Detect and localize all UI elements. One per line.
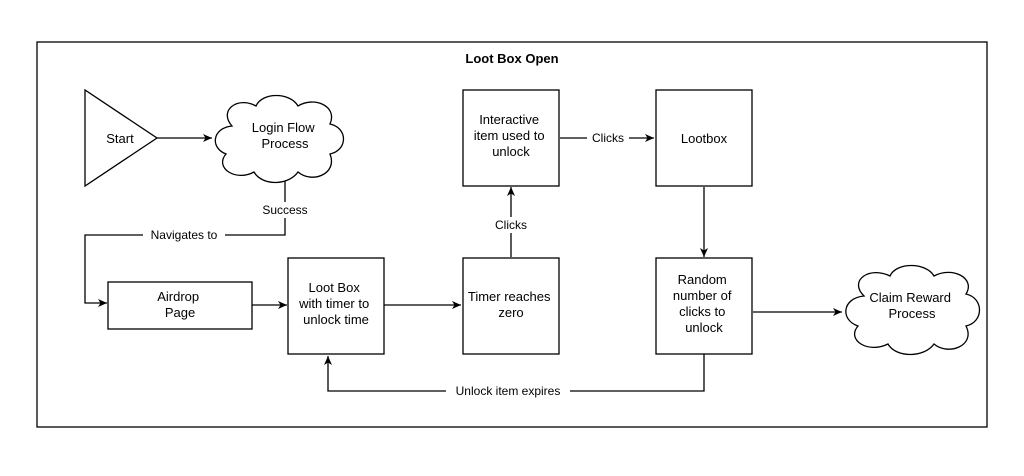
node-random-clicks-label-2: number of: [673, 288, 732, 303]
node-lootbox-label: Lootbox: [681, 131, 728, 146]
svg-text:Airdrop Page: Airdrop Page: [157, 289, 203, 320]
node-random-clicks-label-3: clicks to: [679, 304, 725, 319]
node-timer-reaches-zero-label-1: Timer reaches: [468, 289, 551, 304]
edge-label-unlock-item-expires: Unlock item expires: [456, 384, 561, 398]
svg-text:Lootbox: Lootbox: [681, 131, 728, 146]
svg-text:Random number of c: Random number of clicks to unlock: [673, 272, 735, 335]
node-loot-box-timer-label-2: with timer to: [298, 296, 369, 311]
edge-label-navigates-to: Navigates to: [151, 228, 218, 242]
svg-text:Login Flow Process: Login Flow Process: [252, 120, 319, 151]
node-timer-reaches-zero-label-2: zero: [498, 305, 523, 320]
node-loot-box-timer-label-3: unlock time: [303, 312, 369, 327]
node-random-clicks-label-4: unlock: [685, 320, 723, 335]
node-claim-reward: Claim Reward Process: [845, 264, 981, 356]
edge-label-clicks-horizontal: Clicks: [592, 131, 624, 145]
node-claim-reward-label-2: Process: [889, 306, 936, 321]
svg-text:Claim Reward Process: Claim Reward Process: [869, 290, 954, 321]
edge-label-clicks-vertical: Clicks: [495, 218, 527, 232]
node-random-clicks-label-1: Random: [678, 272, 727, 287]
node-timer-reaches-zero: Timer reaches zero: [462, 257, 560, 355]
node-loot-box-timer-label-1: Loot Box: [309, 280, 361, 295]
node-claim-reward-label-1: Claim Reward: [869, 290, 951, 305]
edge-label-success: Success: [262, 203, 307, 217]
node-interactive-item-label-1: Interactive: [479, 112, 539, 127]
node-start: Start: [84, 88, 159, 188]
node-lootbox: Lootbox: [655, 89, 753, 187]
svg-text:Timer reaches zero: Timer reaches zero: [468, 289, 554, 320]
node-login-flow: Login Flow Process: [214, 94, 345, 184]
node-airdrop-page: Airdrop Page: [107, 281, 253, 330]
node-login-flow-label-2: Process: [262, 136, 309, 151]
svg-text:Loot Box with timer to: Loot Box with timer to unlock time: [298, 280, 373, 327]
node-airdrop-page-label-2: Page: [165, 305, 195, 320]
node-loot-box-timer: Loot Box with timer to unlock time: [287, 257, 385, 355]
node-start-label: Start: [106, 131, 134, 146]
node-random-clicks: Random number of clicks to unlock: [655, 257, 753, 355]
node-airdrop-page-label-1: Airdrop: [157, 289, 199, 304]
node-login-flow-label-1: Login Flow: [252, 120, 315, 135]
node-interactive-item-label-3: unlock: [492, 144, 530, 159]
svg-text:Interactive item used to: Interactive item used to unlock: [474, 112, 548, 159]
node-interactive-item-label-2: item used to: [474, 128, 545, 143]
node-interactive-item: Interactive item used to unlock: [462, 89, 560, 187]
diagram-title: Loot Box Open: [465, 51, 558, 66]
svg-text:Start: Start: [106, 131, 134, 146]
